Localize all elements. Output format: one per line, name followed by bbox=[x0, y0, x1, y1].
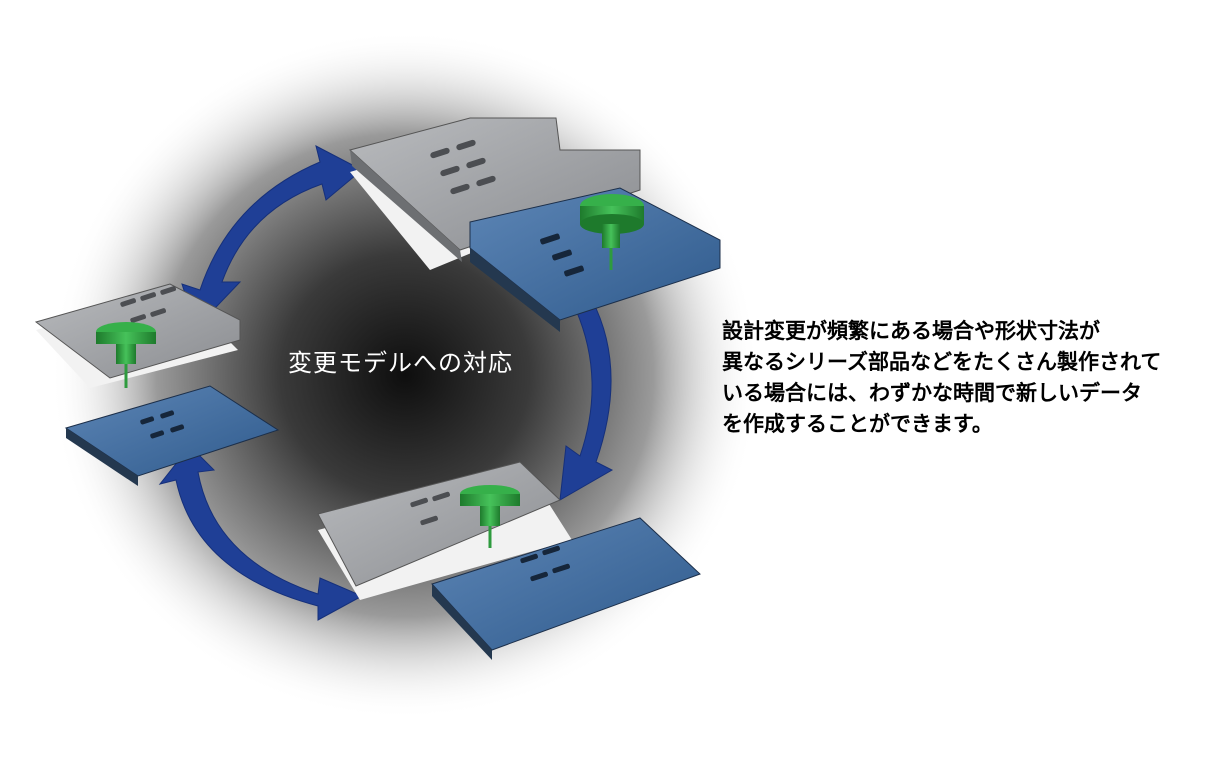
description-line: いる場合には、わずかな時間で新しいデータ bbox=[722, 381, 1142, 405]
description-line: 設計変更が頻繁にある場合や形状寸法が bbox=[722, 319, 1100, 343]
machining-assembly-left bbox=[34, 283, 280, 486]
tool-head bbox=[96, 322, 156, 388]
center-label: 変更モデルへの対応 bbox=[288, 349, 513, 377]
machining-assembly-bottom bbox=[317, 461, 701, 660]
jig-slots bbox=[540, 233, 584, 277]
jig-block-side bbox=[432, 584, 492, 660]
plate-slots bbox=[120, 286, 177, 323]
machining-assembly-top bbox=[348, 117, 721, 332]
jig-slots bbox=[140, 410, 185, 439]
description-text: 設計変更が頻繁にある場合や形状寸法が 異なるシリーズ部品などをたくさん製作されて… bbox=[722, 316, 1192, 440]
cycle-arrows bbox=[158, 145, 614, 621]
jig-block-side bbox=[470, 248, 560, 332]
jig-block-side bbox=[66, 428, 138, 486]
arrow-top-left bbox=[181, 145, 363, 329]
plate-slots bbox=[410, 491, 450, 526]
tool-head bbox=[580, 194, 644, 270]
plate-slots bbox=[430, 139, 496, 195]
arrow-bottom-left bbox=[158, 445, 364, 621]
description-line: 異なるシリーズ部品などをたくさん製作されて bbox=[722, 350, 1162, 374]
jig-slots bbox=[520, 545, 570, 582]
arrow-right bbox=[558, 285, 614, 501]
fixture-plate-side bbox=[350, 150, 462, 262]
tool-head bbox=[460, 485, 520, 548]
description-line: を作成することができます。 bbox=[722, 412, 993, 436]
